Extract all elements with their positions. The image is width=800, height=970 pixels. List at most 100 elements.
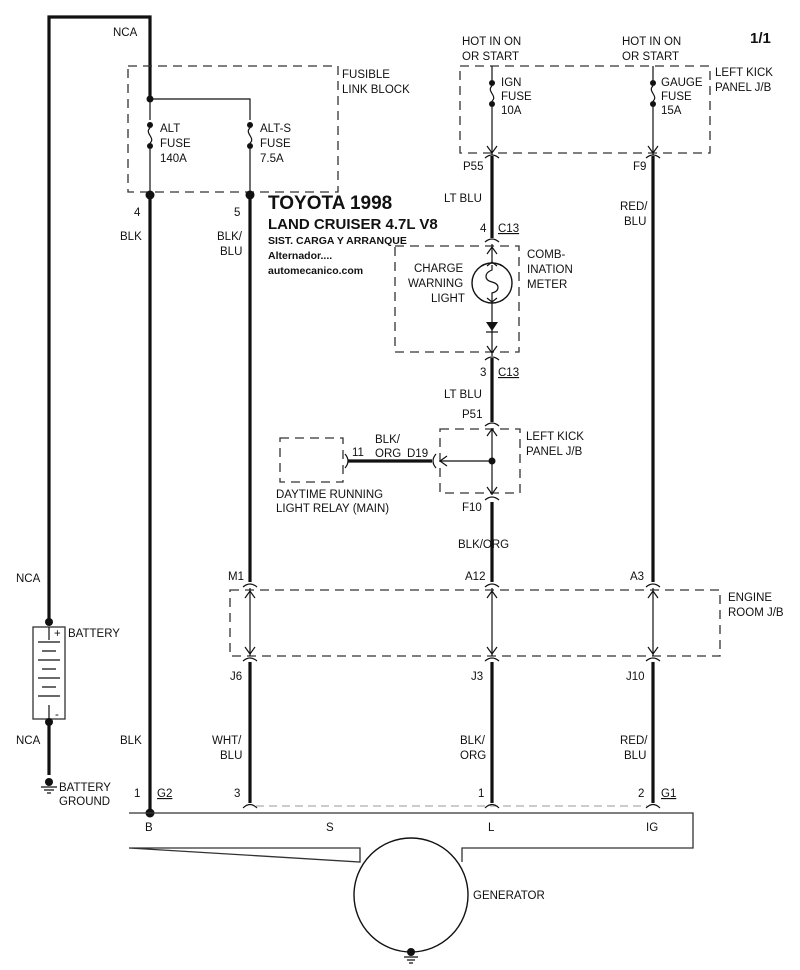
alt-fuse-icon: [147, 122, 153, 194]
meter-pin-in: 4: [480, 223, 487, 235]
ign-fuse-rating: 10A: [501, 105, 522, 117]
drl-wire-label-1: BLK/: [375, 434, 401, 446]
alt-s-fuse-type: FUSE: [260, 138, 291, 150]
wire-label-l-blk-org-2: ORG: [460, 750, 486, 762]
ign-hot-label-2: OR START: [462, 51, 519, 63]
meter-pin-out: 3: [480, 367, 486, 379]
wire-label-f10-blk-org: BLK/ORG: [458, 539, 509, 551]
generator: B S L IG GENERATOR: [128, 812, 694, 964]
wire-label-red-blu-bottom-2: BLU: [624, 750, 646, 762]
meter-label-2: INATION: [527, 264, 573, 276]
wire-label-blk-top: BLK: [120, 231, 142, 243]
fusible-link-label-1: FUSIBLE: [342, 69, 390, 81]
lamp-label-3: LIGHT: [431, 293, 465, 305]
left-kick-mid-label-2: PANEL J/B: [526, 446, 583, 458]
generator-label: GENERATOR: [473, 890, 545, 902]
generator-ig-connector: G1: [661, 788, 676, 800]
left-kick-top-label-1: LEFT KICK: [715, 67, 773, 79]
generator-ground-icon: [404, 948, 418, 964]
fusible-link-label-2: LINK BLOCK: [342, 84, 410, 96]
left-kick-panel-mid: LEFT KICK PANEL J/B D19 F10: [407, 427, 584, 514]
generator-terminal-l: L: [488, 822, 495, 834]
wire-label-nca-top: NCA: [113, 27, 138, 39]
ign-fuse-icon: [489, 80, 495, 107]
header-subtitle: Alternador....: [268, 250, 332, 262]
battery-label: BATTERY: [68, 628, 120, 640]
generator-l-pin: 1: [478, 788, 484, 800]
alt-fuse-name: ALT: [160, 123, 180, 135]
alt-fuse-type: FUSE: [160, 138, 191, 150]
engine-room-top-connector-a12: A12: [465, 571, 485, 583]
battery-minus: -: [55, 709, 59, 721]
gauge-fuse-type: FUSE: [661, 91, 692, 103]
battery-nca-bottom: NCA: [16, 735, 41, 747]
drl-relay-label-1: DAYTIME RUNNING: [276, 489, 383, 501]
engine-room-bottom-connector-j10: J10: [626, 671, 645, 683]
diagram-header: TOYOTA 1998 LAND CRUISER 4.7L V8 SIST. C…: [268, 193, 438, 277]
generator-terminal-b: B: [145, 822, 153, 834]
left-kick-mid-connector-d19: D19: [407, 448, 428, 460]
header-system: SIST. CARGA Y ARRANQUE: [268, 235, 407, 247]
ign-connector-p55: P55: [463, 161, 483, 173]
wire-label-wht-blu-2: BLU: [220, 750, 242, 762]
ign-fuse-name: IGN: [501, 77, 521, 89]
wire-label-blk-bottom: BLK: [120, 735, 142, 747]
drl-relay: 11 BLK/ ORG DAYTIME RUNNING LIGHT RELAY …: [276, 434, 432, 515]
battery-feed-wire: NCA: [47, 15, 152, 624]
wire-ign-lt-blu: LT BLU 4 C13: [444, 156, 519, 243]
generator-terminal-s: S: [326, 822, 334, 834]
drl-relay-pin: 11: [352, 447, 364, 459]
gauge-hot-label-2: OR START: [622, 51, 679, 63]
wire-meter-out-lt-blu: 3 C13 LT BLU P51: [444, 358, 519, 427]
header-website: automecanico.com: [268, 265, 363, 277]
battery-ground-label-2: GROUND: [59, 796, 110, 808]
lamp-label-1: CHARGE: [414, 263, 464, 275]
meter-label-1: COMB-: [527, 249, 566, 261]
generator-b-connector: G2: [157, 788, 172, 800]
generator-s-pin: 3: [234, 788, 240, 800]
gauge-fuse-name: GAUGE: [661, 77, 703, 89]
left-kick-mid-connector-p51: P51: [462, 409, 482, 421]
left-kick-top-label-2: PANEL J/B: [715, 82, 772, 94]
engine-room-top-connector-m1: M1: [228, 571, 244, 583]
engine-room-label-2: ROOM J/B: [728, 607, 784, 619]
wire-label-blk-blu-2: BLU: [220, 246, 242, 258]
gauge-hot-label-1: HOT IN ON: [622, 36, 681, 48]
drl-relay-label-2: LIGHT RELAY (MAIN): [276, 503, 389, 515]
alt-pin: 4: [134, 207, 141, 219]
diode-icon: [486, 322, 498, 333]
left-kick-mid-connector-f10: F10: [462, 502, 482, 514]
wire-label-wht-blu-1: WHT/: [212, 735, 242, 747]
wire-b-blk: BLK BLK: [120, 195, 152, 813]
battery-ground-label-1: BATTERY: [59, 782, 111, 794]
ign-hot-label-1: HOT IN ON: [462, 36, 521, 48]
left-kick-panel-top: LEFT KICK PANEL J/B HOT IN ON OR START H…: [459, 36, 773, 173]
alt-s-fuse-rating: 7.5A: [260, 153, 284, 165]
engine-room-jb: ENGINE ROOM J/B M1 A12 A3 J6 J3 J10: [228, 571, 784, 683]
ign-fuse-type: FUSE: [501, 91, 532, 103]
engine-room-top-connector-a3: A3: [630, 571, 644, 583]
gauge-fuse-icon: [650, 80, 656, 107]
generator-terminal-ig: IG: [646, 822, 658, 834]
wire-label-red-blu-top-2: BLU: [624, 216, 646, 228]
lamp-label-2: WARNING: [408, 278, 463, 290]
battery-ground-icon: [41, 778, 57, 794]
wire-l-blk-org: BLK/ORG BLK/ ORG: [458, 502, 509, 803]
wire-ig-red-blu: RED/ BLU RED/ BLU: [620, 156, 655, 803]
battery-plus: +: [54, 628, 61, 640]
drl-wire-label-2: ORG: [375, 448, 401, 460]
engine-room-bottom-connector-j6: J6: [230, 671, 242, 683]
alt-s-pin: 5: [234, 207, 240, 219]
wire-s: BLK/ BLU WHT/ BLU: [212, 195, 252, 803]
wire-label-red-blu-bottom-1: RED/: [620, 735, 648, 747]
fusible-link-block: FUSIBLE LINK BLOCK ALT FUSE 140A ALT-S F…: [127, 65, 410, 219]
wire-label-blk-blu-1: BLK/: [217, 231, 243, 243]
engine-room-label-1: ENGINE: [728, 592, 772, 604]
battery: NCA + - BATTERY NCA BATTERY GROUND: [16, 573, 120, 808]
engine-room-bottom-connector-j3: J3: [471, 671, 483, 683]
alt-s-fuse-icon: [247, 122, 253, 194]
meter-connector-in: C13: [498, 223, 519, 235]
charge-warning-bulb-icon: [471, 261, 513, 304]
left-kick-mid-label-1: LEFT KICK: [526, 431, 584, 443]
